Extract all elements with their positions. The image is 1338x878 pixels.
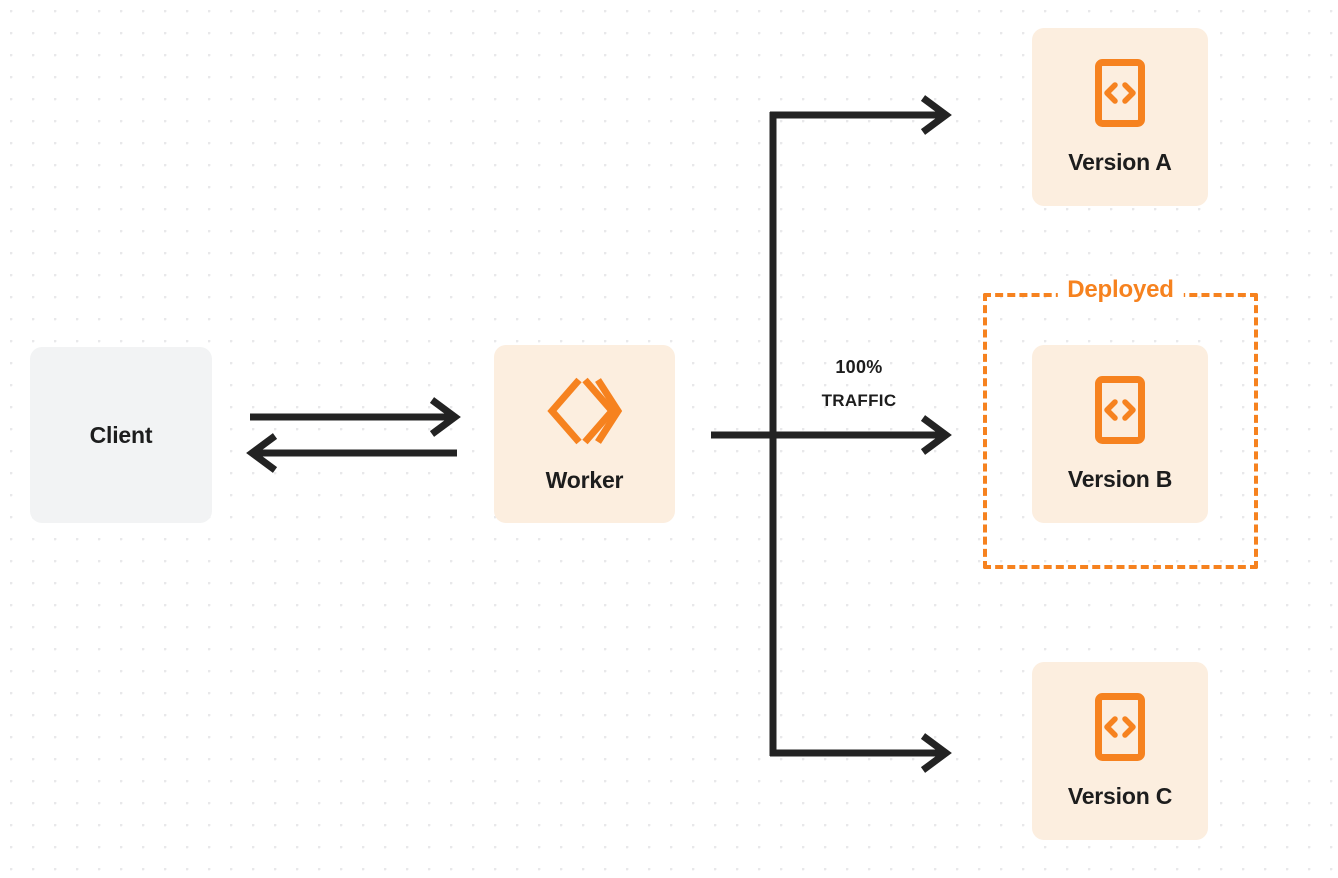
- edge-worker-to-client: [246, 433, 457, 473]
- version-c-label: Version C: [1067, 783, 1173, 809]
- node-version-a[interactable]: Version A: [1032, 28, 1208, 206]
- code-document-icon: [1094, 375, 1146, 450]
- node-worker[interactable]: Worker: [494, 345, 675, 523]
- deployed-group: Deployed: [983, 276, 1258, 569]
- edge-worker-to-version-a: [770, 95, 952, 135]
- edge-client-to-worker: [250, 397, 461, 437]
- client-label: Client: [89, 421, 153, 448]
- edge-worker-to-version-b: [711, 415, 952, 455]
- node-client[interactable]: Client: [30, 347, 212, 523]
- node-version-b[interactable]: Version B: [1032, 345, 1208, 523]
- version-b-label: Version B: [1067, 466, 1173, 492]
- worker-label: Worker: [545, 467, 624, 493]
- code-document-icon: [1094, 692, 1146, 767]
- node-version-c[interactable]: Version C: [1032, 662, 1208, 840]
- traffic-percent: 100%: [835, 357, 883, 377]
- version-a-label: Version A: [1068, 149, 1172, 175]
- traffic-word: TRAFFIC: [821, 391, 897, 410]
- edge-worker-to-version-c: [770, 733, 952, 773]
- code-document-icon: [1094, 58, 1146, 133]
- cloudflare-workers-logo-icon: [546, 374, 624, 453]
- deployed-group-label: Deployed: [1057, 276, 1184, 304]
- traffic-label: 100% TRAFFIC: [786, 350, 932, 418]
